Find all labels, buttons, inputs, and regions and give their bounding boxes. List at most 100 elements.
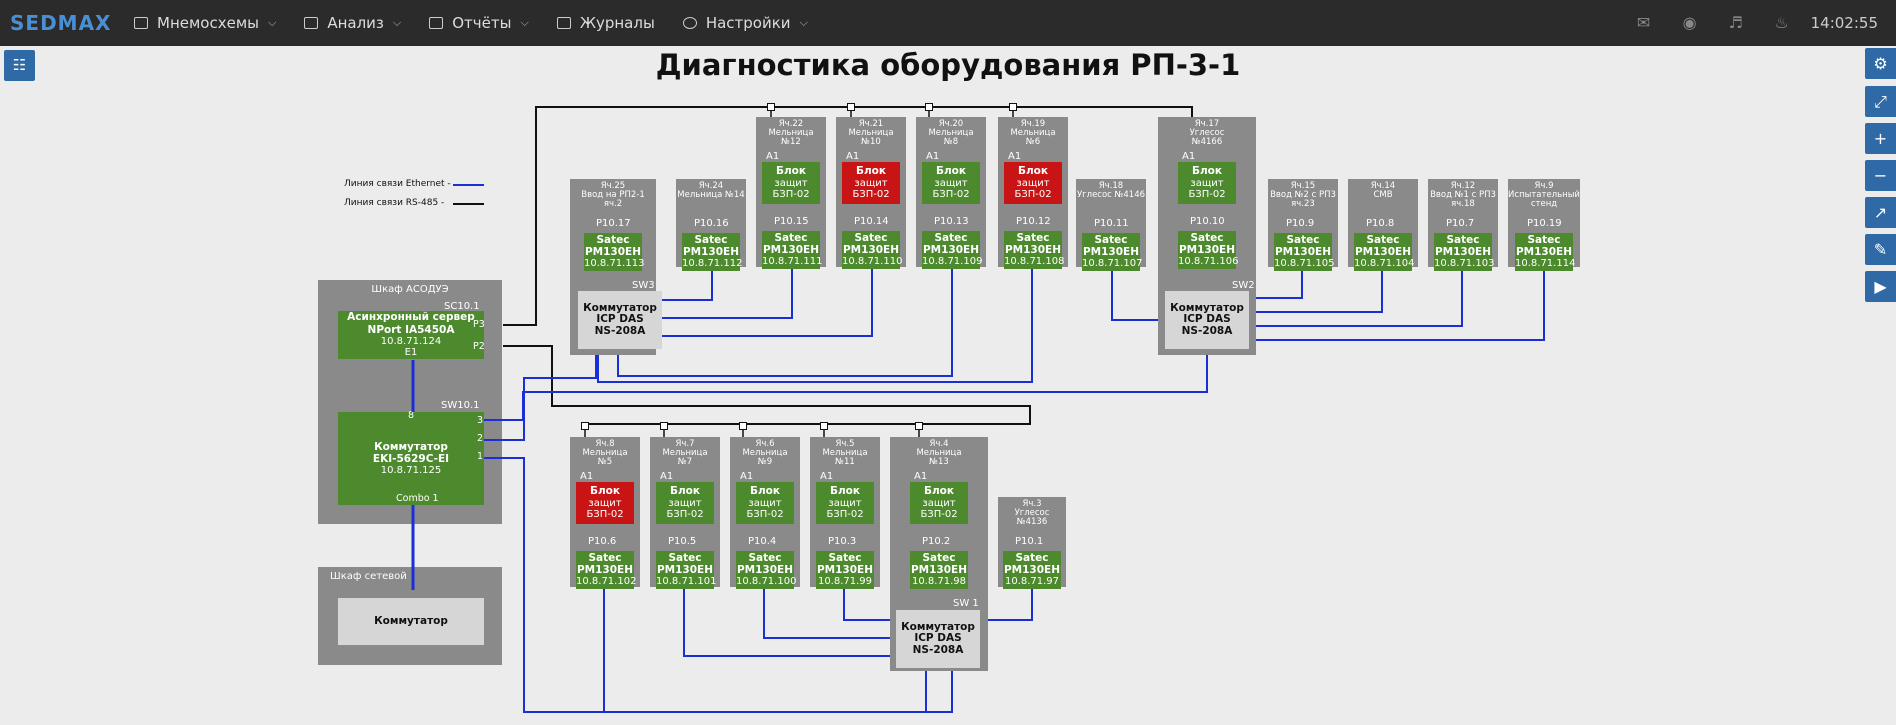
sound-off-icon[interactable]: ♬ [1728,13,1743,32]
menu-analysis[interactable]: Анализ⌵ [290,0,415,46]
main-switch-name2: EKI-5629C-EI [372,452,450,465]
menu-reports[interactable]: Отчёты⌵ [415,0,543,46]
cell-name: Яч.3 Углесос №4136 [1014,499,1050,527]
menu-label: Журналы [579,14,655,32]
main-switch-name1: Коммутатор [374,440,448,453]
protection-block-label: БЗП-02 [932,189,970,201]
main-switch[interactable]: Коммутатор EKI-5629C-EI 10.8.71.125 [338,412,484,505]
folder-icon [429,17,444,29]
settings-button[interactable]: ⚙ [1865,48,1896,79]
cell-port: P10.19 [1527,218,1562,229]
protection-block-label: защит [774,177,808,189]
cell-name: Яч.18 Углесос №4146 [1076,181,1146,200]
cell-port: P10.11 [1094,218,1129,229]
eye-off-icon[interactable]: ◉ [1682,13,1697,32]
menu-journals[interactable]: Журналы [543,0,669,46]
cell-a1-label: A1 [1182,151,1196,162]
cell-name: Яч.24 Мельница №14 [677,181,745,200]
cell-a1-label: A1 [766,151,780,162]
clock: 14:02:55 [1810,14,1878,32]
zoom-out-button[interactable]: − [1865,160,1896,191]
satec-label: Satec [1015,552,1049,565]
satec-model: PM130EH [736,564,794,577]
satec-label: Satec [828,552,862,565]
menu-mnemo[interactable]: Мнемосхемы⌵ [120,0,290,46]
switch-line2: ICP DAS [596,313,644,326]
satec-model: PM130EH [1274,246,1332,259]
protection-block-label: БЗП-02 [1188,189,1226,201]
protection-block-label: Блок [1191,165,1223,178]
fullscreen-button[interactable]: ⤢ [1865,86,1896,117]
protection-block-label: защит [854,177,888,189]
edit-button[interactable]: ✎ [1865,234,1896,265]
bus-node [581,422,589,430]
satec-ip: 10.8.71.112 [682,258,743,270]
network-switch[interactable]: Коммутатор [338,598,484,645]
bus-node [660,422,668,430]
menu-label: Настройки [705,14,791,32]
gear-icon [682,17,697,29]
chart-icon [304,17,319,29]
cell-name: Яч.20 Мельница №8 [928,119,974,147]
eth-link [662,267,793,319]
satec-model: PM130EH [1178,244,1236,257]
eth-link [683,587,896,657]
hierarchy-button[interactable]: ☷ [4,50,35,81]
menu-settings[interactable]: Настройки⌵ [669,0,822,46]
bus-node [925,103,933,111]
mail-icon[interactable]: ✉ [1636,13,1651,32]
cell-a1-label: A1 [820,471,834,482]
satec-ip: 10.8.71.113 [584,258,645,270]
cell-a1-label: A1 [914,471,928,482]
satec-ip: 10.8.71.106 [1178,256,1239,268]
play-button[interactable]: ▶ [1865,271,1896,302]
port-1: 1 [477,451,484,462]
legend-rs485: Линия связи RS-485 - [344,198,445,208]
satec-model: PM130EH [762,244,820,257]
open-external-button[interactable]: ↗ [1865,197,1896,228]
bell-icon[interactable]: ♨ [1774,13,1789,32]
satec-ip: 10.8.71.111 [762,256,823,268]
menu-label: Отчёты [452,14,512,32]
port-2: 2 [477,433,484,444]
satec-ip: 10.8.71.104 [1354,258,1415,270]
book-icon [556,17,571,29]
zoom-in-button[interactable]: + [1865,123,1896,154]
async-server[interactable]: Асинхронный сервер NPort IA5450A 10.8.71… [338,311,484,359]
protection-block-label: БЗП-02 [746,509,784,521]
cell-name: Яч.25 Ввод на РП2-1 яч.2 [581,181,645,209]
port-p2: P2 [473,341,485,352]
cell-port: P10.13 [934,216,969,227]
